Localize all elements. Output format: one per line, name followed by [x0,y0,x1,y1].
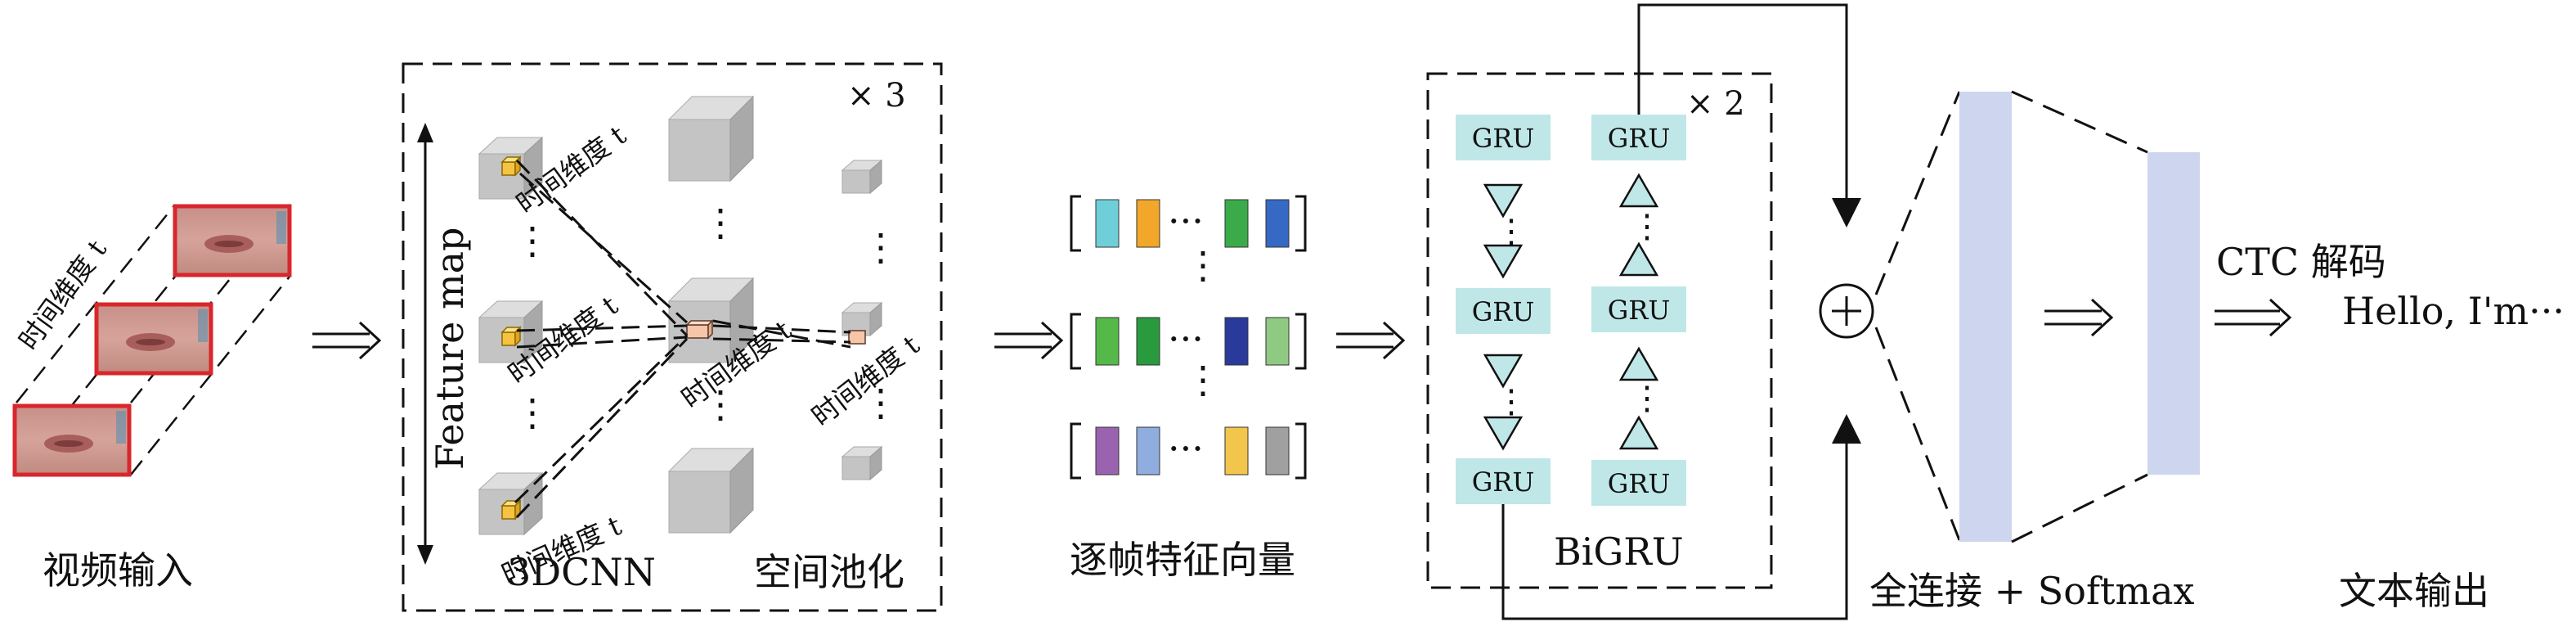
fc-layer-2 [2147,152,2200,475]
double-arrow-2 [994,321,1064,360]
feature-vector-cell [1095,317,1120,366]
output-text: Hello, I'm··· [2342,289,2565,333]
vdots-col1-a: ⋮ [514,219,551,263]
cnn-label: 3DCNN [507,550,656,594]
up-arrow-icon [1619,347,1658,381]
pool-feature-cube [848,330,866,345]
gru-cell [1591,115,1686,160]
vector-bracket-left [1070,313,1081,370]
sum-node [1819,283,1874,339]
vdots-col2-a: ⋮ [702,201,739,245]
frame-feature-vectors: ·········⋮⋮ [1070,195,1307,480]
vector-vdots: ⋮ [1184,243,1222,287]
video-input-stack: 时间维度 t [12,204,289,475]
gru-cell-label: GRU [1472,466,1535,498]
gru-cell [1591,460,1686,506]
input-label: 视频输入 [43,548,193,593]
vdots-col2-b: ⋮ [702,382,739,426]
double-arrow-1 [312,321,382,360]
pool-cube-bottom [841,446,882,480]
repeat-2-label: × 2 [1686,85,1745,123]
feature-vector-cell [1224,426,1249,476]
feature-vector-cell [1136,426,1160,476]
gru-vdots: ⋮ [1631,208,1663,246]
down-arrow-icon [1483,416,1523,450]
vector-bracket-left [1070,422,1081,480]
down-arrow-icon [1483,244,1523,278]
gru-cell [1456,288,1551,334]
up-arrow-icon [1619,416,1658,450]
pool-cube-top [841,160,882,194]
double-arrow-4 [2044,298,2114,337]
repeat-3-label: × 3 [847,77,906,115]
vector-bracket-right [1295,195,1307,252]
output-label: 文本输出 [2339,569,2489,613]
feature-cube-mid [686,320,713,339]
video-frame-2 [96,304,211,373]
gru-cell-label: GRU [1608,123,1671,154]
down-arrow-icon [1483,354,1523,388]
gru-cell [1456,115,1551,160]
gru-cell [1591,286,1686,332]
gru-vdots: ⋮ [1631,380,1663,417]
fc-layers [1874,90,2200,543]
feature-vector-cell [1265,317,1290,366]
feature-map-label: Feature map [428,228,472,470]
gru-cell-label: GRU [1472,296,1535,327]
gru-cell-label: GRU [1608,295,1671,326]
video-frame-3 [175,206,289,275]
vdots-col3-b: ⋮ [862,381,900,425]
feature-vector-cell [1265,426,1290,476]
video-frame-1 [15,406,129,475]
bigru-dashed-box [1426,72,1773,589]
fc-layer-1 [1959,92,2012,542]
double-arrow-3 [1336,321,1406,360]
gru-cell-label: GRU [1472,123,1535,154]
cnn-big-cube-bottom [668,448,754,534]
bigru-connections [1501,3,1861,620]
pool-label: 空间池化 [754,550,904,594]
vector-vdots: ⋮ [1184,358,1222,402]
gru-right-column: GRU ⋮ GRU ⋮ GRU [1591,115,1686,506]
vector-ellipsis: ··· [1168,199,1204,243]
down-arrow-icon [1483,183,1523,218]
gru-cell-label: GRU [1608,468,1671,499]
conv-lines [514,159,851,519]
feature-map-axis [417,123,433,565]
vdots-col1-b: ⋮ [514,390,551,435]
vector-bracket-right [1295,422,1307,480]
feature-vector-cell [1095,199,1120,248]
double-arrow-5 [2215,298,2292,337]
gru-cell [1456,458,1551,504]
gru-left-column: GRU ⋮ GRU ⋮ GRU [1456,115,1551,504]
vector-ellipsis: ··· [1168,426,1204,471]
feature-vector-cell [1224,317,1249,366]
cnn-big-cube-top [668,96,754,182]
vectors-label: 逐帧特征向量 [1070,538,1295,582]
feature-vector-cell [1095,426,1120,476]
up-arrow-icon [1619,242,1658,277]
vector-ellipsis: ··· [1168,317,1204,361]
fc-label: 全连接 + Softmax [1869,569,2195,613]
feature-vector-cell [1136,317,1160,366]
cnn-dashed-box [402,62,943,612]
feature-vector-cell [1265,199,1290,248]
vdots-col3-a: ⋮ [862,225,900,269]
vector-bracket-left [1070,195,1081,252]
kernel-cube-top [501,156,521,176]
feature-vector-cell [1136,199,1160,248]
vector-bracket-right [1295,313,1307,370]
bigru-label: BiGRU [1554,530,1684,574]
ctc-label: CTC 解码 [2216,240,2386,284]
gru-vdots: ⋮ [1495,383,1528,421]
up-arrow-icon [1619,174,1658,208]
gru-vdots: ⋮ [1495,213,1528,250]
feature-vector-cell [1224,199,1249,248]
